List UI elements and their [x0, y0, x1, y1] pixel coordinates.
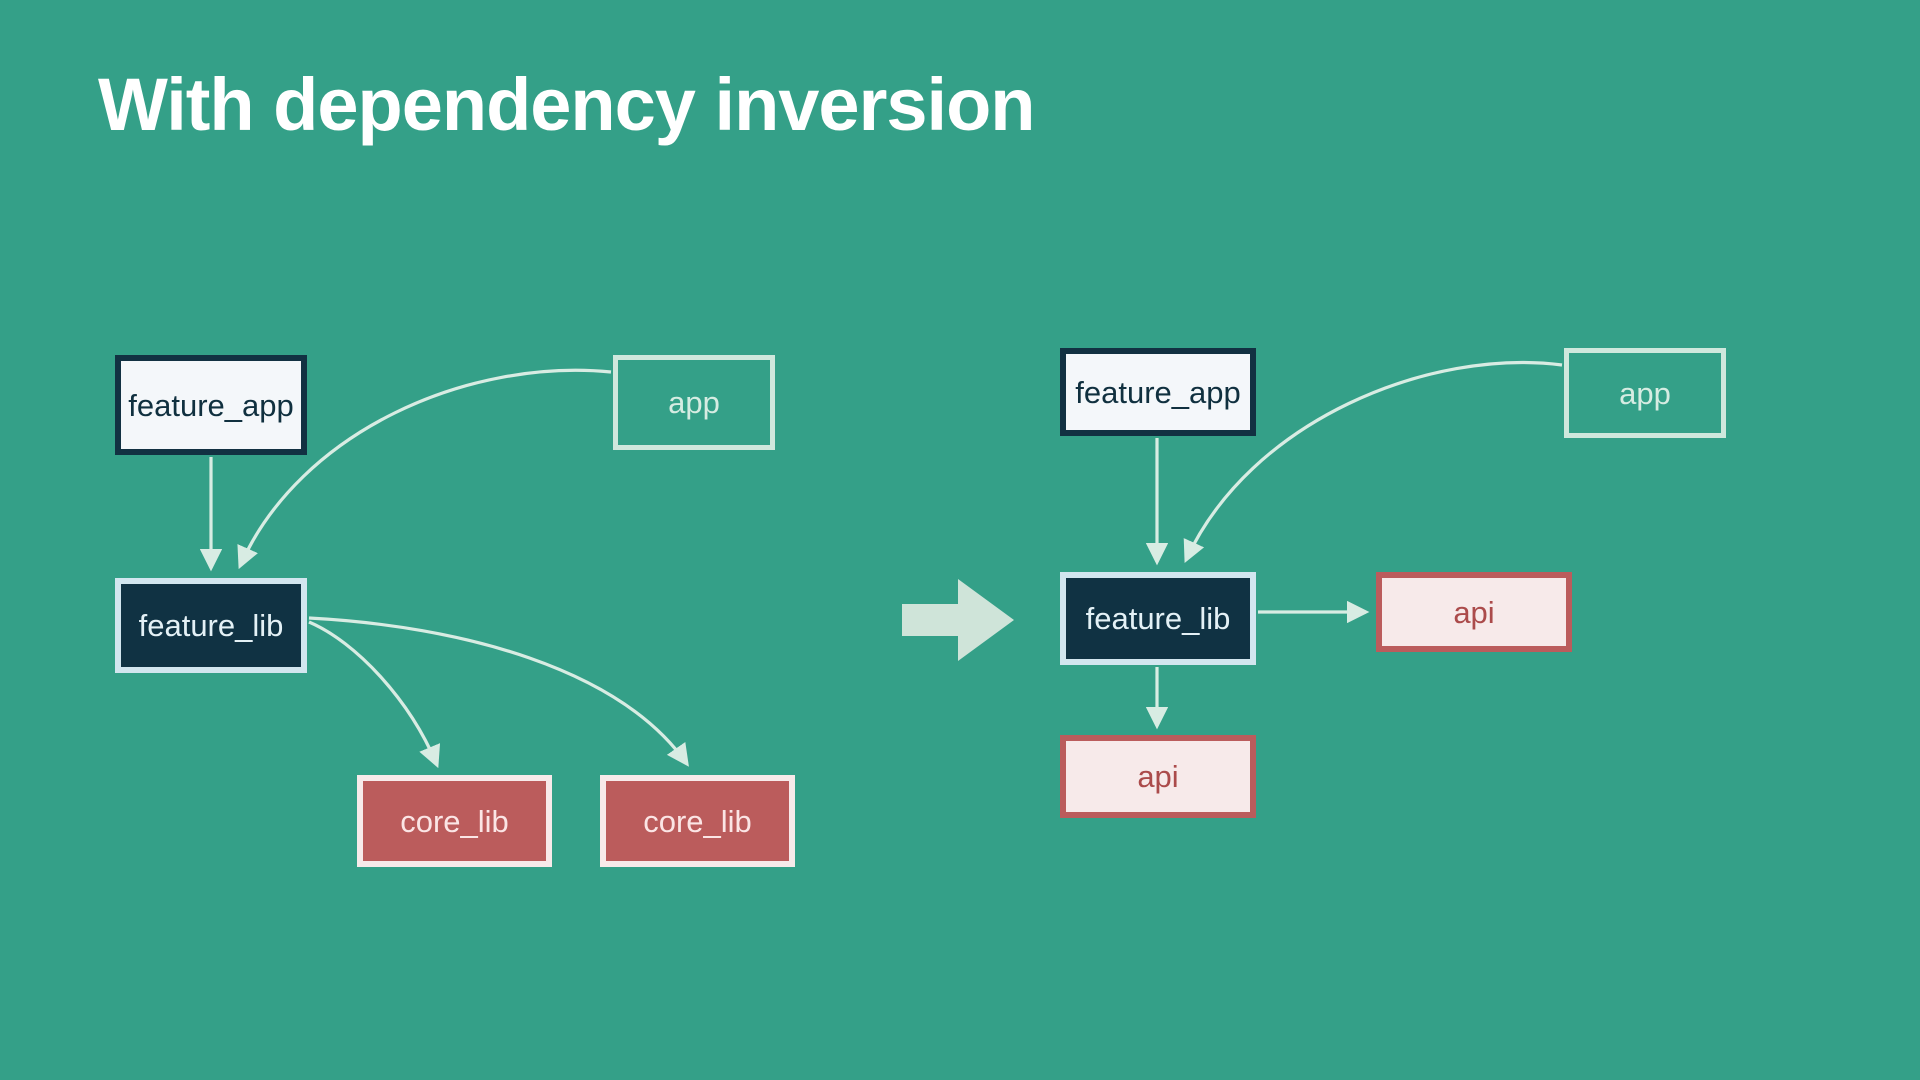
node-label: app: [668, 385, 720, 420]
node-core-lib-2[interactable]: core_lib: [600, 775, 795, 867]
transition-right-arrow-icon: [902, 579, 1014, 661]
edge-feature-lib-to-core-lib-2: [308, 616, 689, 767]
edge-feature-lib-to-core-lib-1: [308, 620, 441, 769]
node-api-right[interactable]: api: [1376, 572, 1572, 652]
node-feature-app-left[interactable]: feature_app: [115, 355, 307, 455]
node-label: feature_lib: [1085, 601, 1231, 636]
node-api-bottom[interactable]: api: [1060, 735, 1256, 818]
node-label: feature_lib: [138, 608, 284, 643]
node-feature-lib-left[interactable]: feature_lib: [115, 578, 307, 673]
node-label: app: [1619, 375, 1671, 411]
node-core-lib-1[interactable]: core_lib: [357, 775, 552, 867]
node-app-left[interactable]: app: [613, 355, 775, 450]
page-title: With dependency inversion: [98, 63, 1035, 146]
node-label: core_lib: [400, 803, 509, 839]
node-label: api: [1453, 594, 1495, 630]
node-feature-app-right[interactable]: feature_app: [1060, 348, 1256, 436]
node-app-right[interactable]: app: [1564, 348, 1726, 438]
node-label: feature_app: [1075, 374, 1241, 410]
node-label: core_lib: [643, 803, 752, 839]
node-feature-lib-right[interactable]: feature_lib: [1060, 572, 1256, 665]
node-label: feature_app: [128, 387, 294, 423]
node-label: api: [1137, 759, 1179, 794]
